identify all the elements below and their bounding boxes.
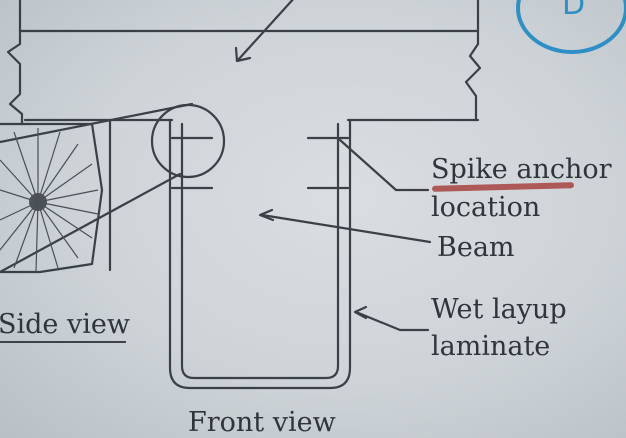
wet-layup-label: Wet layup bbox=[431, 294, 567, 325]
beam-leader-arrowhead bbox=[258, 208, 275, 222]
left-break-line bbox=[6, 0, 24, 126]
laminate-leader-arrowhead bbox=[353, 305, 368, 320]
side-view-connector-bottom bbox=[0, 172, 182, 274]
side-view-box bbox=[0, 122, 104, 274]
answer-letter: D bbox=[562, 0, 586, 22]
beam-inner-laminate bbox=[180, 122, 340, 380]
beam-leader-line bbox=[260, 213, 432, 244]
side-view-anchor-fan bbox=[0, 128, 99, 273]
laminate-label: laminate bbox=[431, 331, 551, 362]
top-leader-line bbox=[236, 0, 294, 62]
detail-circle bbox=[150, 103, 226, 179]
beam-left-outer bbox=[168, 118, 352, 390]
beam-label: Beam bbox=[437, 232, 515, 263]
top-leader-arrowhead bbox=[234, 46, 252, 63]
front-view-label: Front view bbox=[188, 407, 336, 438]
laminate-leader-line bbox=[354, 310, 430, 332]
right-break-line bbox=[464, 0, 482, 122]
side-view-label: Side view bbox=[0, 309, 130, 340]
side-view-underline bbox=[0, 341, 126, 343]
location-label: location bbox=[431, 192, 541, 223]
spike-leader-line bbox=[338, 138, 430, 192]
spike-anchor-label: Spike anchor bbox=[431, 154, 612, 185]
side-view-connector-top bbox=[0, 102, 194, 144]
